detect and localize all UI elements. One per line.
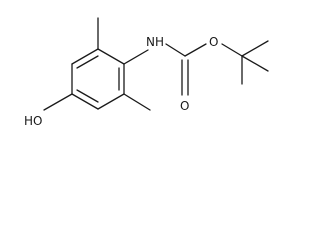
tert-butyl-bond-right (241, 55, 269, 72)
hydroxyl-bond (43, 93, 73, 111)
benzene-ring (71, 48, 125, 110)
ring-bond (97, 48, 125, 65)
ester-oxygen-to-quaternary-carbon-bond (221, 43, 243, 57)
carbonyl-oxygen-label: O (180, 99, 189, 113)
tert-butyl-bond-up (241, 40, 269, 57)
ring-bond (71, 48, 99, 65)
ring-to-nitrogen-bond (123, 49, 149, 65)
chemical-structure: HO NH O O (24, 17, 269, 128)
nitrogen-to-carbonyl-bond (165, 43, 186, 57)
ring-double-bond (76, 55, 99, 69)
hydroxyl-label: HO (24, 114, 42, 128)
ring-bond (97, 93, 125, 110)
ring-bond (71, 93, 99, 110)
carbonyl-to-ester-oxygen-bond (184, 43, 207, 57)
ring-double-bond (76, 89, 99, 103)
methyl-bond-right (123, 93, 151, 111)
amide-nitrogen-label: NH (146, 35, 164, 49)
ester-oxygen-label: O (209, 35, 218, 49)
